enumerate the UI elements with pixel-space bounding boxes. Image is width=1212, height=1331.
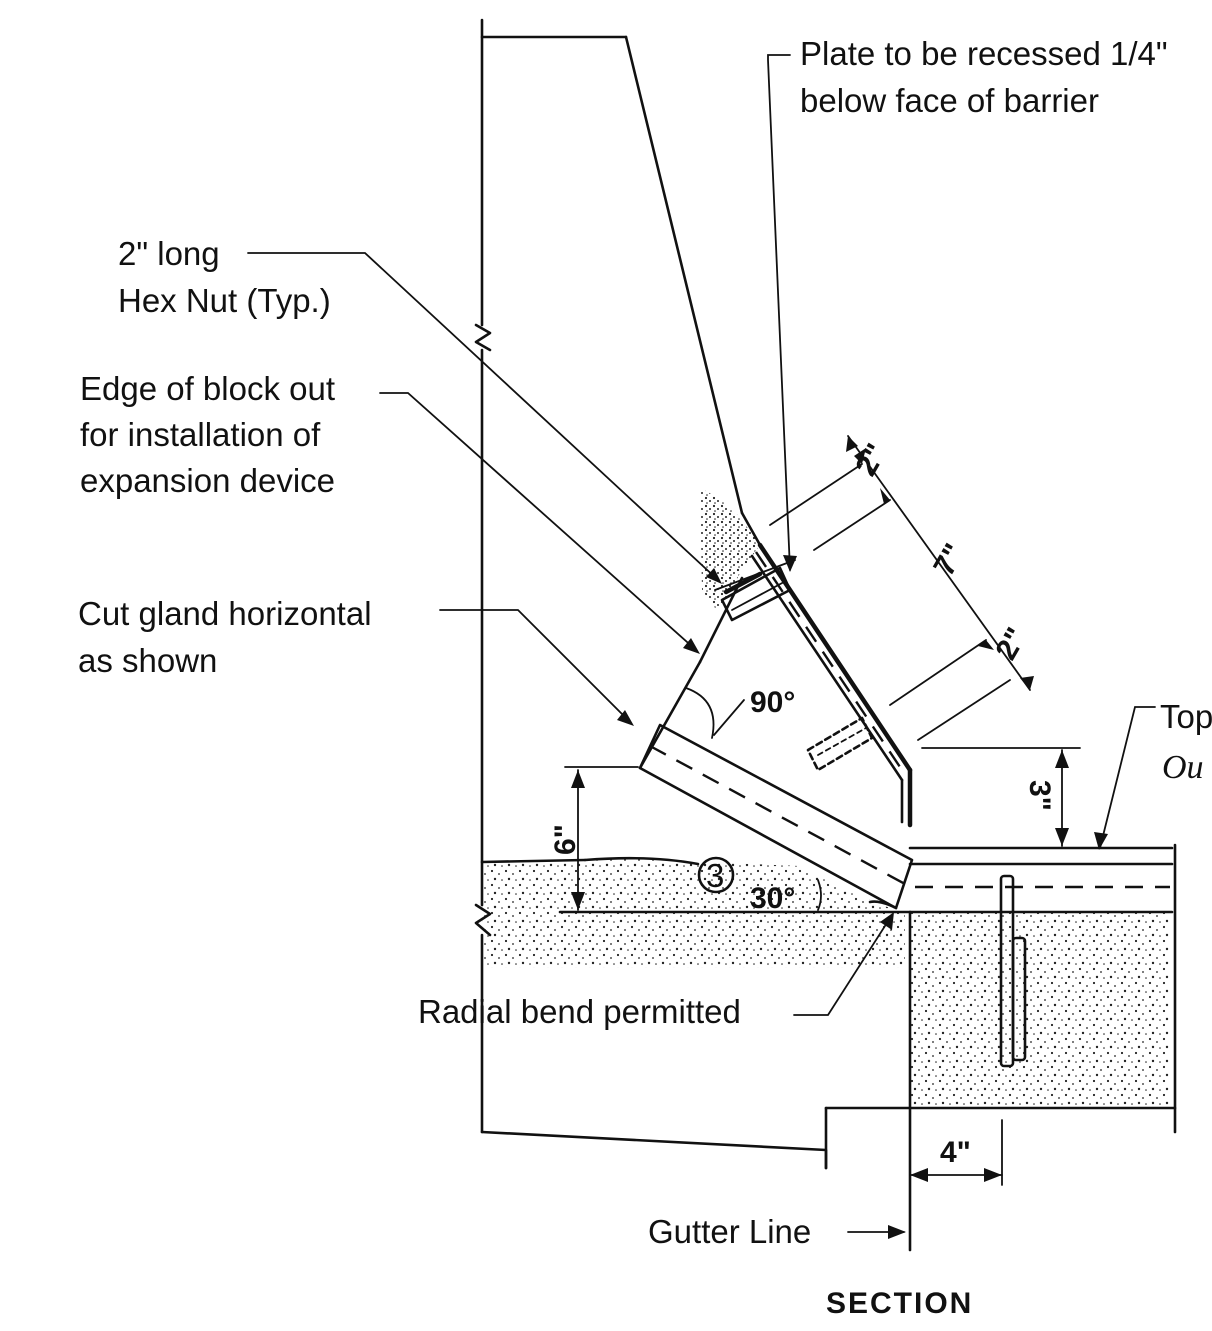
leader-radial-bend [793,912,894,1016]
leader-gland [439,609,634,726]
leader-top [1094,706,1156,850]
dim-gutter-offset: 4" [940,1136,971,1169]
radial-bend-label: Radial bend permitted [418,993,741,1030]
leader-hex-nut [247,252,722,584]
angle-90-leader [713,699,745,736]
callout-circle [697,856,735,894]
dim-angle-90: 90° [750,686,795,719]
cover-plate [750,542,913,828]
dim-angle-30: 30° [750,882,795,915]
barrier-outline [474,18,1177,1252]
angle-arc-30 [817,879,822,911]
dimension-rise-right [921,747,1081,847]
block-out-label-line3: expansion device [80,462,335,499]
section-title: SECTION [826,1287,973,1320]
dimension-plate [769,435,1034,741]
dim-rise-right: 3" [1023,780,1056,811]
hex-nut-upper [714,559,796,622]
dimension-gutter [909,1119,1003,1186]
angle-arc-90 [685,687,715,739]
block-out-label-line2: for installation of [80,416,321,453]
dimension-rise-left [564,766,639,911]
break-symbol-upper [474,323,492,352]
gutter-line-label: Gutter Line [648,1213,811,1250]
plate-note-line1: Plate to be recessed 1/4" [800,35,1168,72]
dim-bottom-offset: 2" [989,622,1033,665]
break-symbol-lower [474,903,492,937]
hex-nut-label-line2: Hex Nut (Typ.) [118,282,331,319]
leader-plate [767,54,797,572]
dim-rise-left: 6" [549,824,582,855]
plate-note-line2: below face of barrier [800,82,1099,119]
callout-number: 3 [706,857,724,894]
top-label-partial: Top [1160,698,1212,735]
deck-slab [480,846,1174,914]
hex-nut-lower [806,716,874,772]
hex-nut-label-line1: 2" long [118,235,220,272]
leader-gutter-line [847,1225,906,1239]
out-label-partial: Ou [1162,749,1204,786]
anchor-bar [999,874,1027,1068]
block-out-label-line1: Edge of block out [80,370,335,407]
seal-gland [638,723,914,910]
dim-plate-length: 7" [927,538,971,581]
gland-label-line1: Cut gland horizontal [78,595,372,632]
gland-label-line2: as shown [78,642,217,679]
leader-block-out [379,392,700,654]
